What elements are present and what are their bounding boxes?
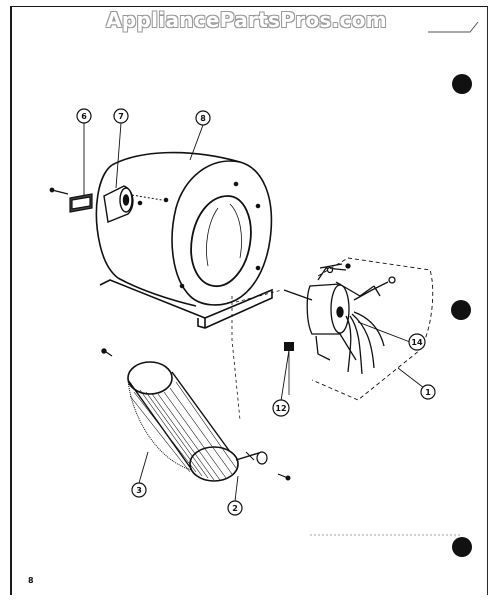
callout-label: 2 <box>232 504 238 513</box>
callout-label: 12 <box>275 404 286 413</box>
callout-circle <box>272 399 290 417</box>
callout-layer: 6 7 8 14 1 12 3 2 <box>76 108 436 516</box>
callout-6: 6 <box>76 108 92 124</box>
callout-label: 8 <box>200 114 206 123</box>
callout-label: 1 <box>425 388 431 397</box>
callout-circle <box>195 110 211 126</box>
hex-nut <box>284 342 294 395</box>
page-border <box>10 6 488 595</box>
callout-label: 7 <box>118 112 124 121</box>
callout-circle <box>113 108 129 124</box>
callout-circle <box>76 108 92 124</box>
blower-wheel <box>101 348 291 482</box>
callout-label: 3 <box>136 486 142 495</box>
callout-circle <box>420 384 436 400</box>
callout-label: 6 <box>81 112 87 121</box>
callout-circle <box>227 500 243 516</box>
capacitor <box>103 185 134 223</box>
binder-holes <box>451 74 472 557</box>
callout-label: 14 <box>411 338 423 347</box>
leader-lines <box>83 122 425 502</box>
callout-7: 7 <box>113 108 129 124</box>
callout-8: 8 <box>195 110 211 126</box>
callout-circle <box>131 482 147 498</box>
callout-3: 3 <box>131 482 147 498</box>
blower-housing <box>95 151 273 329</box>
capacitor-bracket <box>49 187 93 213</box>
callout-12: 12 <box>272 399 290 417</box>
callout-2: 2 <box>227 500 243 516</box>
blower-motor <box>283 263 396 375</box>
callout-1: 1 <box>420 384 436 400</box>
watermark: AppliancePartsPros.com <box>106 8 387 32</box>
callout-circle <box>408 333 426 351</box>
callout-14: 14 <box>408 333 426 351</box>
page-number: 8 <box>28 576 34 585</box>
